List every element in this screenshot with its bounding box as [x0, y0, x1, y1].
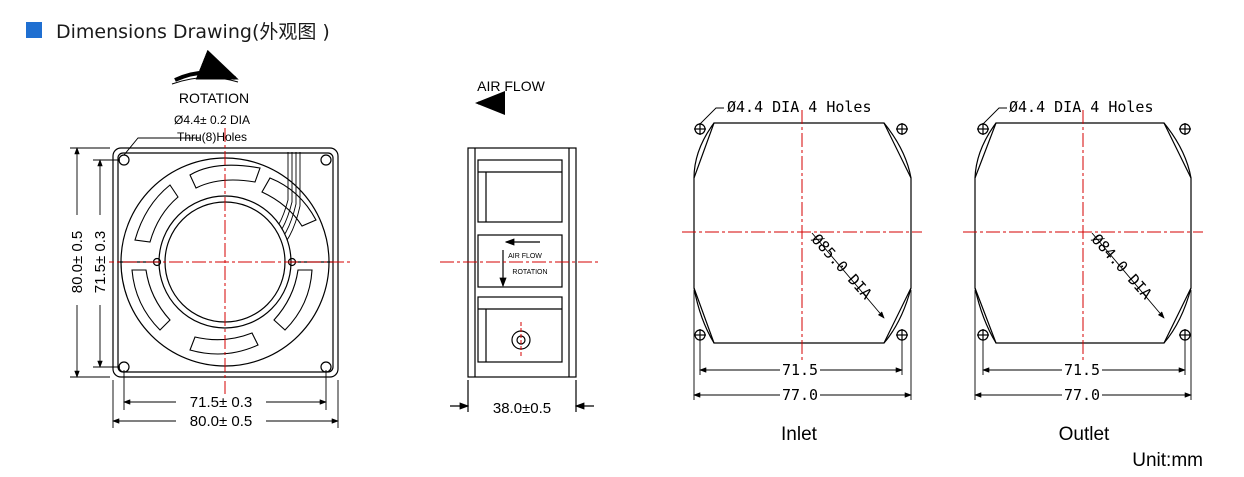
front-labels: ROTATION Ø4.4± 0.2 DIA Thru(8)Holes 71.5…: [68, 90, 266, 430]
square-bullet-icon: [26, 22, 42, 38]
label-plate: [477, 234, 563, 288]
outlet-dim-outer: 77.0: [1064, 386, 1100, 404]
outlet-hole-label: Ø4.4 DIA 4 Holes: [1009, 98, 1154, 116]
front-centerlines: [100, 128, 350, 395]
inlet-centerlines: [682, 110, 922, 360]
outlet-centerlines: [963, 110, 1203, 360]
dim-width-outer: 80.0± 0.5: [190, 413, 252, 430]
inlet-dim-outer: 77.0: [782, 386, 818, 404]
rotation-small-label: ROTATION: [512, 269, 547, 276]
dim-depth: 38.0±0.5: [493, 400, 551, 417]
section-title: Dimensions Drawing(外观图 ): [56, 20, 330, 43]
side-centerlines: [440, 261, 600, 358]
outlet-labels: Ø4.4 DIA 4 Holes Ø84.0 DIA 71.5 77.0 Out…: [1009, 98, 1156, 445]
fan-blades: [131, 164, 317, 355]
dim-height-inner: 71.5± 0.3: [92, 231, 109, 293]
airflow-small-label: AIR FLOW: [508, 253, 542, 260]
unit-label: Unit:mm: [1132, 450, 1203, 471]
inlet-labels: Ø4.4 DIA 4 Holes Ø85.0 DIA 71.5 77.0 Inl…: [727, 98, 876, 445]
dim-height-outer: 80.0± 0.5: [69, 231, 86, 293]
outlet-dim-inner: 71.5: [1064, 361, 1100, 379]
outlet-view: [974, 107, 1192, 400]
outlet-diameter-label: Ø84.0 DIA: [1088, 230, 1156, 302]
side-labels: AIR FLOW AIR FLOW ROTATION 38.0±0.5: [477, 78, 551, 417]
outlet-holes: [977, 123, 1191, 341]
inlet-hole-label: Ø4.4 DIA 4 Holes: [727, 98, 872, 116]
inlet-holes: [694, 123, 908, 341]
dim-width-inner: 71.5± 0.3: [190, 394, 252, 411]
outlet-caption: Outlet: [1059, 424, 1110, 445]
inlet-dim-inner: 71.5: [782, 361, 818, 379]
hole-spec-line-1: Ø4.4± 0.2 DIA: [174, 113, 250, 127]
rotation-label: ROTATION: [179, 90, 249, 106]
inlet-diameter-label: Ø85.0 DIA: [808, 230, 876, 302]
inlet-caption: Inlet: [781, 424, 818, 445]
section-header: Dimensions Drawing(外观图 ): [26, 17, 330, 43]
hole-spec-line-2: Thru(8)Holes: [177, 130, 247, 144]
rotation-arrow-icon: [174, 49, 239, 82]
airflow-label: AIR FLOW: [477, 78, 545, 94]
